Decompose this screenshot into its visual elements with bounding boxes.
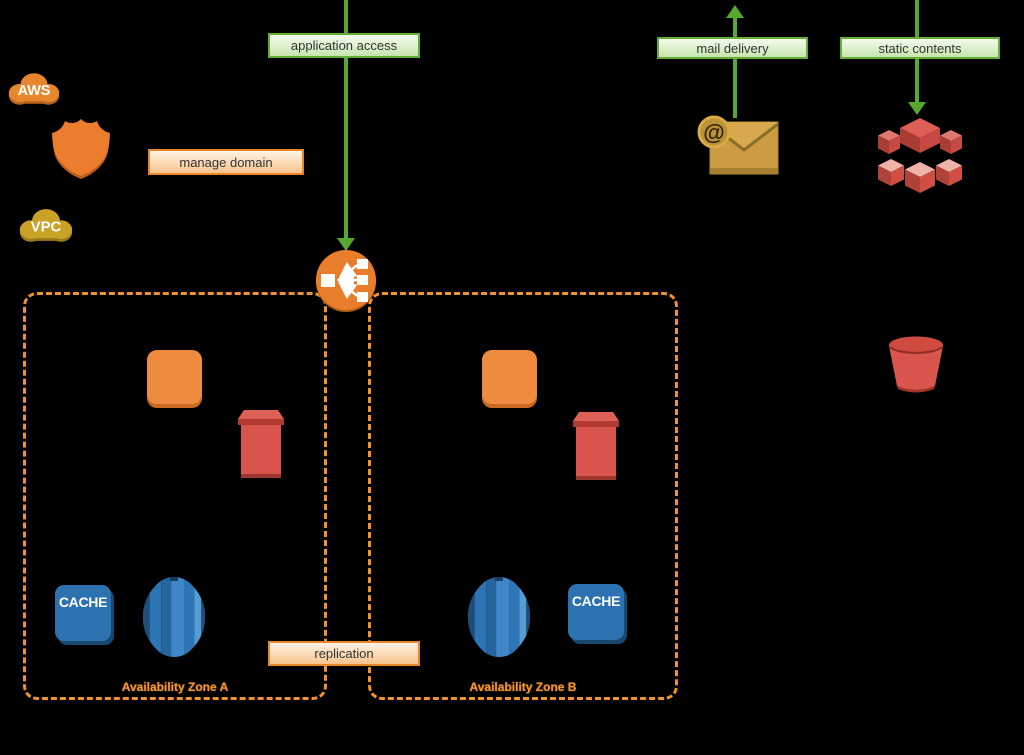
static-contents-label: static contents xyxy=(840,37,1000,59)
mail-delivery-arrow-line xyxy=(733,17,737,37)
s3-bucket-icon xyxy=(887,334,945,394)
manage-domain-label: manage domain xyxy=(148,149,304,175)
aws-cloud-text: AWS xyxy=(18,83,51,99)
route53-shield-icon xyxy=(50,116,112,179)
ses-at-sign-text: @ xyxy=(703,120,724,145)
ec2-instance-icon xyxy=(147,350,202,404)
rds-db-instance-icon xyxy=(140,577,208,657)
static-contents-text: static contents xyxy=(878,40,962,56)
availability-zone-b-label: Availability Zone B xyxy=(469,680,577,694)
application-access-arrowhead-icon xyxy=(337,238,355,251)
ec2-instance-icon xyxy=(482,350,537,404)
cache-node-text: CACHE xyxy=(571,593,621,609)
static-contents-arrowhead-icon xyxy=(908,102,926,115)
application-access-arrow-line xyxy=(344,0,348,240)
cache-node-text: CACHE xyxy=(58,594,108,610)
availability-zone-a-box xyxy=(23,292,327,700)
availability-zone-a-label: Availability Zone A xyxy=(121,680,229,694)
availability-zone-b-box xyxy=(368,292,678,700)
elasticache-cache-node-icon: CACHE xyxy=(55,585,111,641)
replication-label: replication xyxy=(268,641,420,666)
manage-domain-text: manage domain xyxy=(179,154,273,170)
application-access-text: application access xyxy=(290,38,398,53)
vpc-cloud-icon: VPC xyxy=(18,206,74,244)
application-access-label: application access xyxy=(268,33,420,58)
ses-email-icon: @ xyxy=(694,108,782,178)
replication-text: replication xyxy=(314,646,374,661)
ami-box-icon xyxy=(236,406,286,480)
elasticache-cache-node-icon: CACHE xyxy=(568,584,624,640)
rds-db-instance-icon xyxy=(465,577,533,657)
cloudfront-distribution-icon xyxy=(878,118,962,194)
mail-delivery-arrow-line xyxy=(733,58,737,118)
elastic-load-balancer-icon xyxy=(314,249,378,313)
aws-cloud-icon: AWS xyxy=(7,70,61,107)
vpc-cloud-text: VPC xyxy=(31,219,62,236)
mail-delivery-label: mail delivery xyxy=(657,37,808,59)
ami-box-icon xyxy=(571,408,621,482)
mail-delivery-arrowhead-icon xyxy=(726,5,744,18)
mail-delivery-text: mail delivery xyxy=(696,40,769,56)
